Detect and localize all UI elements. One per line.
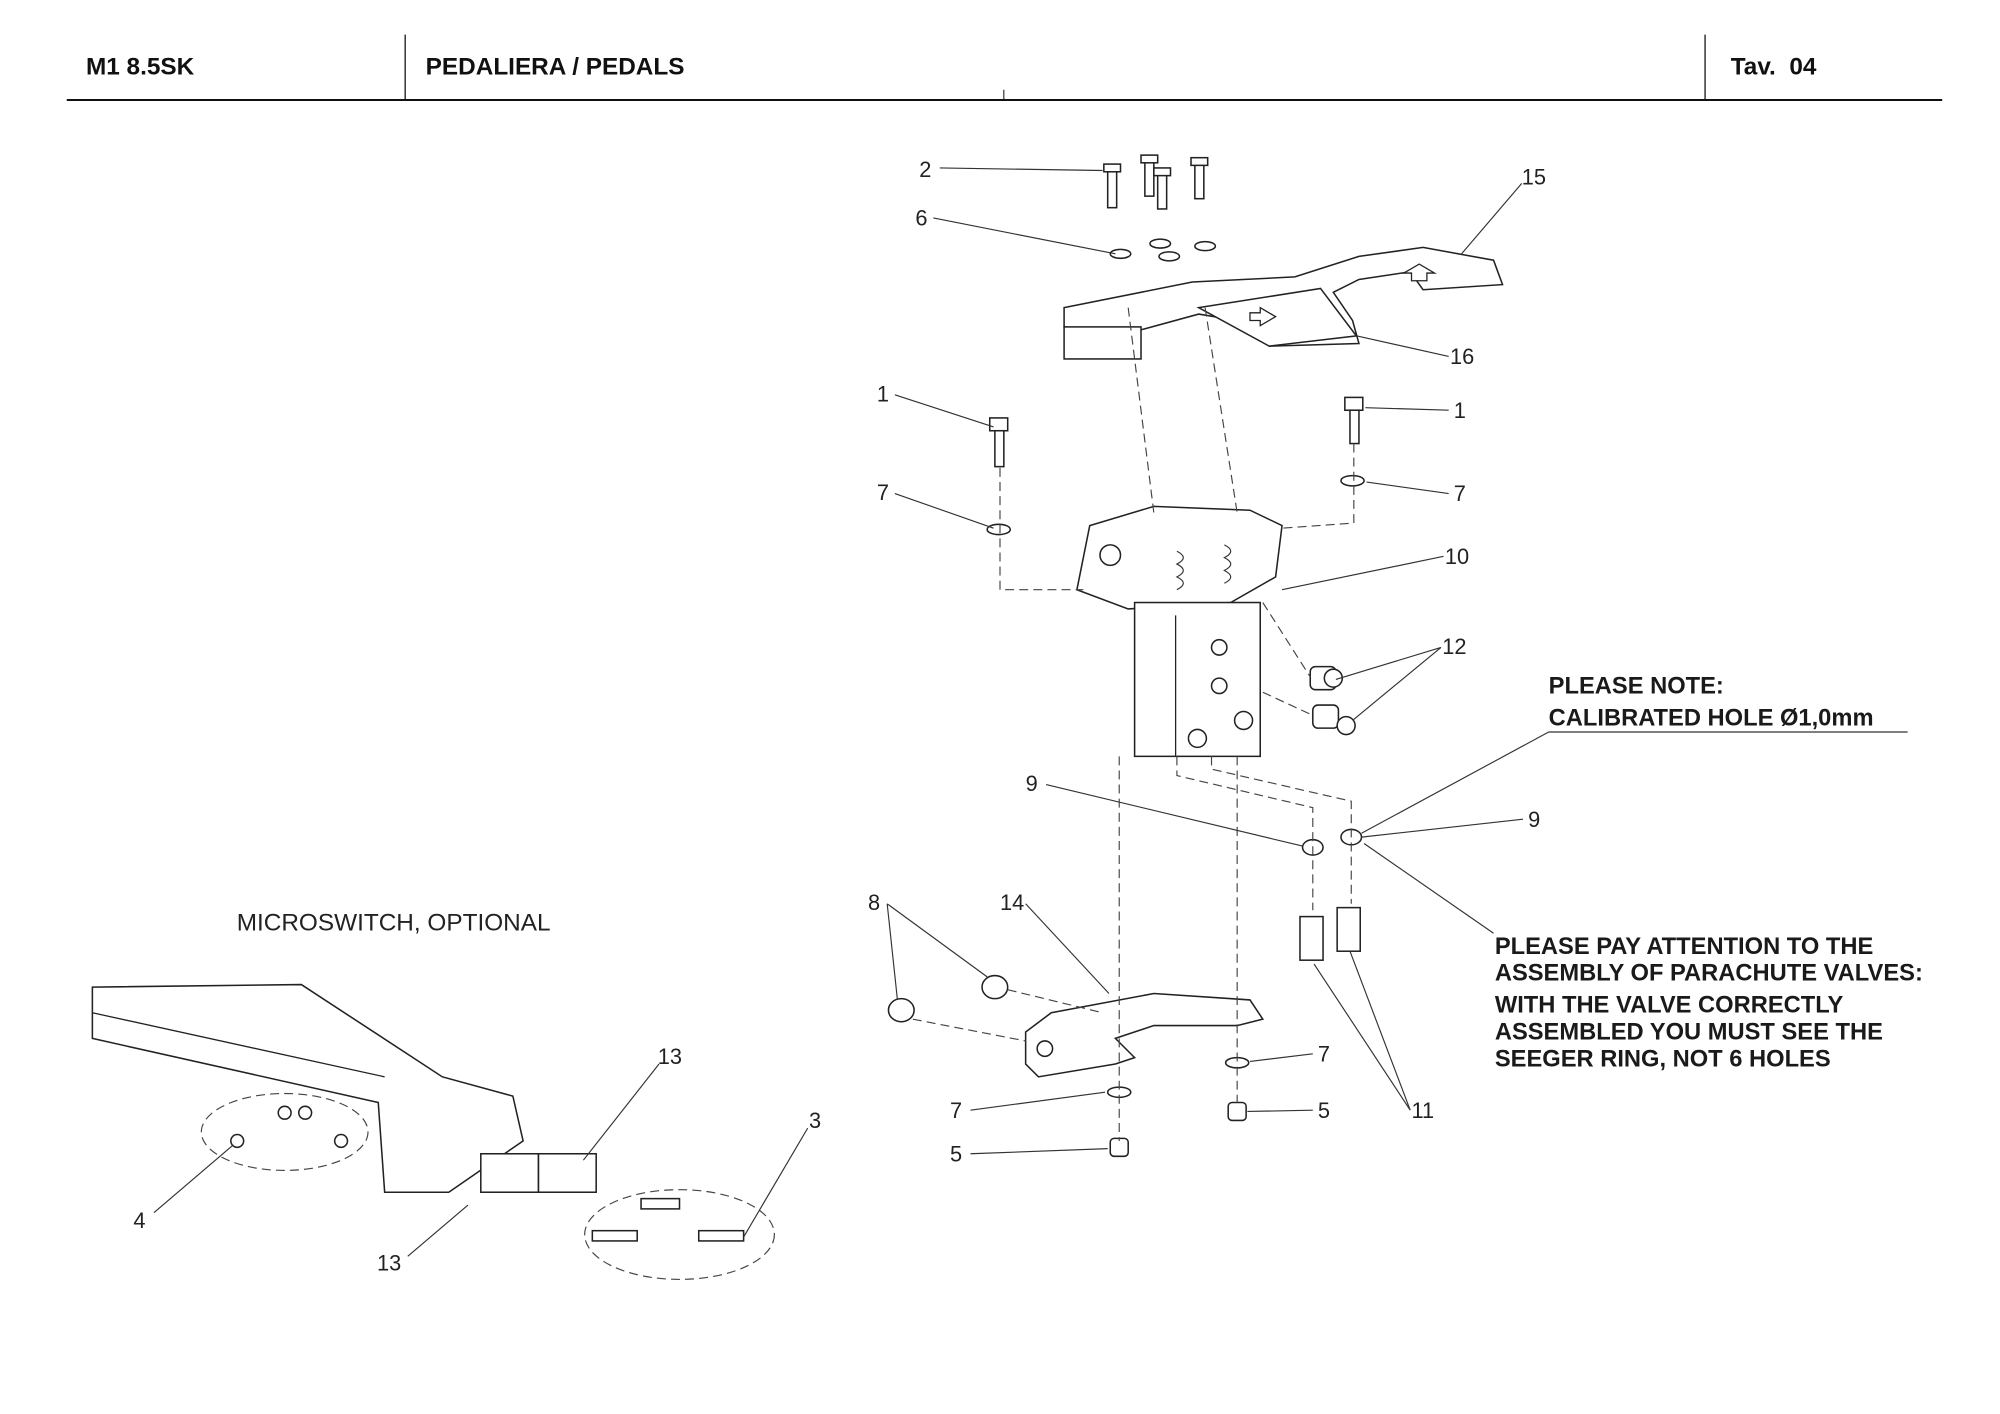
top-washers [1109, 238, 1217, 262]
svg-text:ASSEMBLY OF PARACHUTE VALVES:: ASSEMBLY OF PARACHUTE VALVES: [1495, 961, 1923, 987]
callout-7: 7 [1454, 481, 1466, 506]
svg-text:PLEASE PAY ATTENTION TO THE: PLEASE PAY ATTENTION TO THE [1495, 934, 1873, 960]
callout-15: 15 [1522, 165, 1546, 190]
arrow-up-icon [1401, 263, 1437, 282]
callout-16: 16 [1450, 344, 1474, 369]
callout-4: 4 [133, 1208, 145, 1233]
callout-14: 14 [1000, 890, 1024, 915]
bracket-14 [1024, 992, 1265, 1078]
callout-7: 7 [1318, 1041, 1330, 1066]
title-block: M1 8.5SK PEDALIERA / PEDALS Tav. 04 [66, 34, 1943, 102]
callout-12: 12 [1442, 634, 1466, 659]
callout-2: 2 [919, 157, 931, 182]
callout-5: 5 [950, 1141, 962, 1166]
callout-3: 3 [809, 1108, 821, 1133]
svg-text:SEEGER RING, NOT 6 HOLES: SEEGER RING, NOT 6 HOLES [1495, 1047, 1831, 1073]
callout-7: 7 [950, 1098, 962, 1123]
callout-8: 8 [868, 890, 880, 915]
pedal-plates [1063, 246, 1504, 360]
callout-9: 9 [1026, 771, 1038, 796]
parachute-valve-note: PLEASE PAY ATTENTION TO THE ASSEMBLY OF … [1495, 934, 1923, 1073]
top-bolts [1103, 154, 1209, 210]
callout-1: 1 [1454, 398, 1466, 423]
svg-text:ASSEMBLED YOU MUST SEE THE: ASSEMBLED YOU MUST SEE THE [1495, 1020, 1883, 1046]
bottom-hardware [887, 974, 1250, 1158]
microswitch-detail [91, 983, 775, 1280]
callout-1: 1 [877, 381, 889, 406]
callout-5: 5 [1318, 1098, 1330, 1123]
arrow-right-icon [1249, 306, 1277, 327]
callout-7: 7 [877, 480, 889, 505]
callout-10: 10 [1445, 544, 1469, 569]
svg-text:WITH THE VALVE CORRECTLY: WITH THE VALVE CORRECTLY [1495, 993, 1844, 1019]
callout-9: 9 [1528, 807, 1540, 832]
calibrated-hole-note: PLEASE NOTE: CALIBRATED HOLE Ø1,0mm [1549, 674, 1874, 732]
side-bolts [986, 396, 1365, 536]
table-number: Tav. 04 [1731, 53, 1817, 80]
pedal-body [1076, 505, 1283, 758]
callout-numbers: 2 6 15 16 1 1 7 7 10 12 9 9 8 14 7 7 5 5… [133, 157, 1546, 1276]
svg-text:PLEASE NOTE:: PLEASE NOTE: [1549, 674, 1724, 700]
callout-6: 6 [915, 206, 927, 231]
page-title: PEDALIERA / PEDALS [426, 53, 685, 80]
callout-13: 13 [658, 1044, 682, 1069]
svg-text:CALIBRATED HOLE Ø1,0mm: CALIBRATED HOLE Ø1,0mm [1549, 706, 1874, 732]
callout-11: 11 [1412, 1098, 1435, 1123]
assembly-dashed-lines [912, 307, 1355, 1141]
callout-13: 13 [377, 1250, 401, 1275]
microswitch-caption: MICROSWITCH, OPTIONAL [237, 910, 551, 937]
leader-lines [153, 167, 1908, 1257]
model-code: M1 8.5SK [86, 53, 195, 80]
valve-fittings [1299, 665, 1363, 961]
